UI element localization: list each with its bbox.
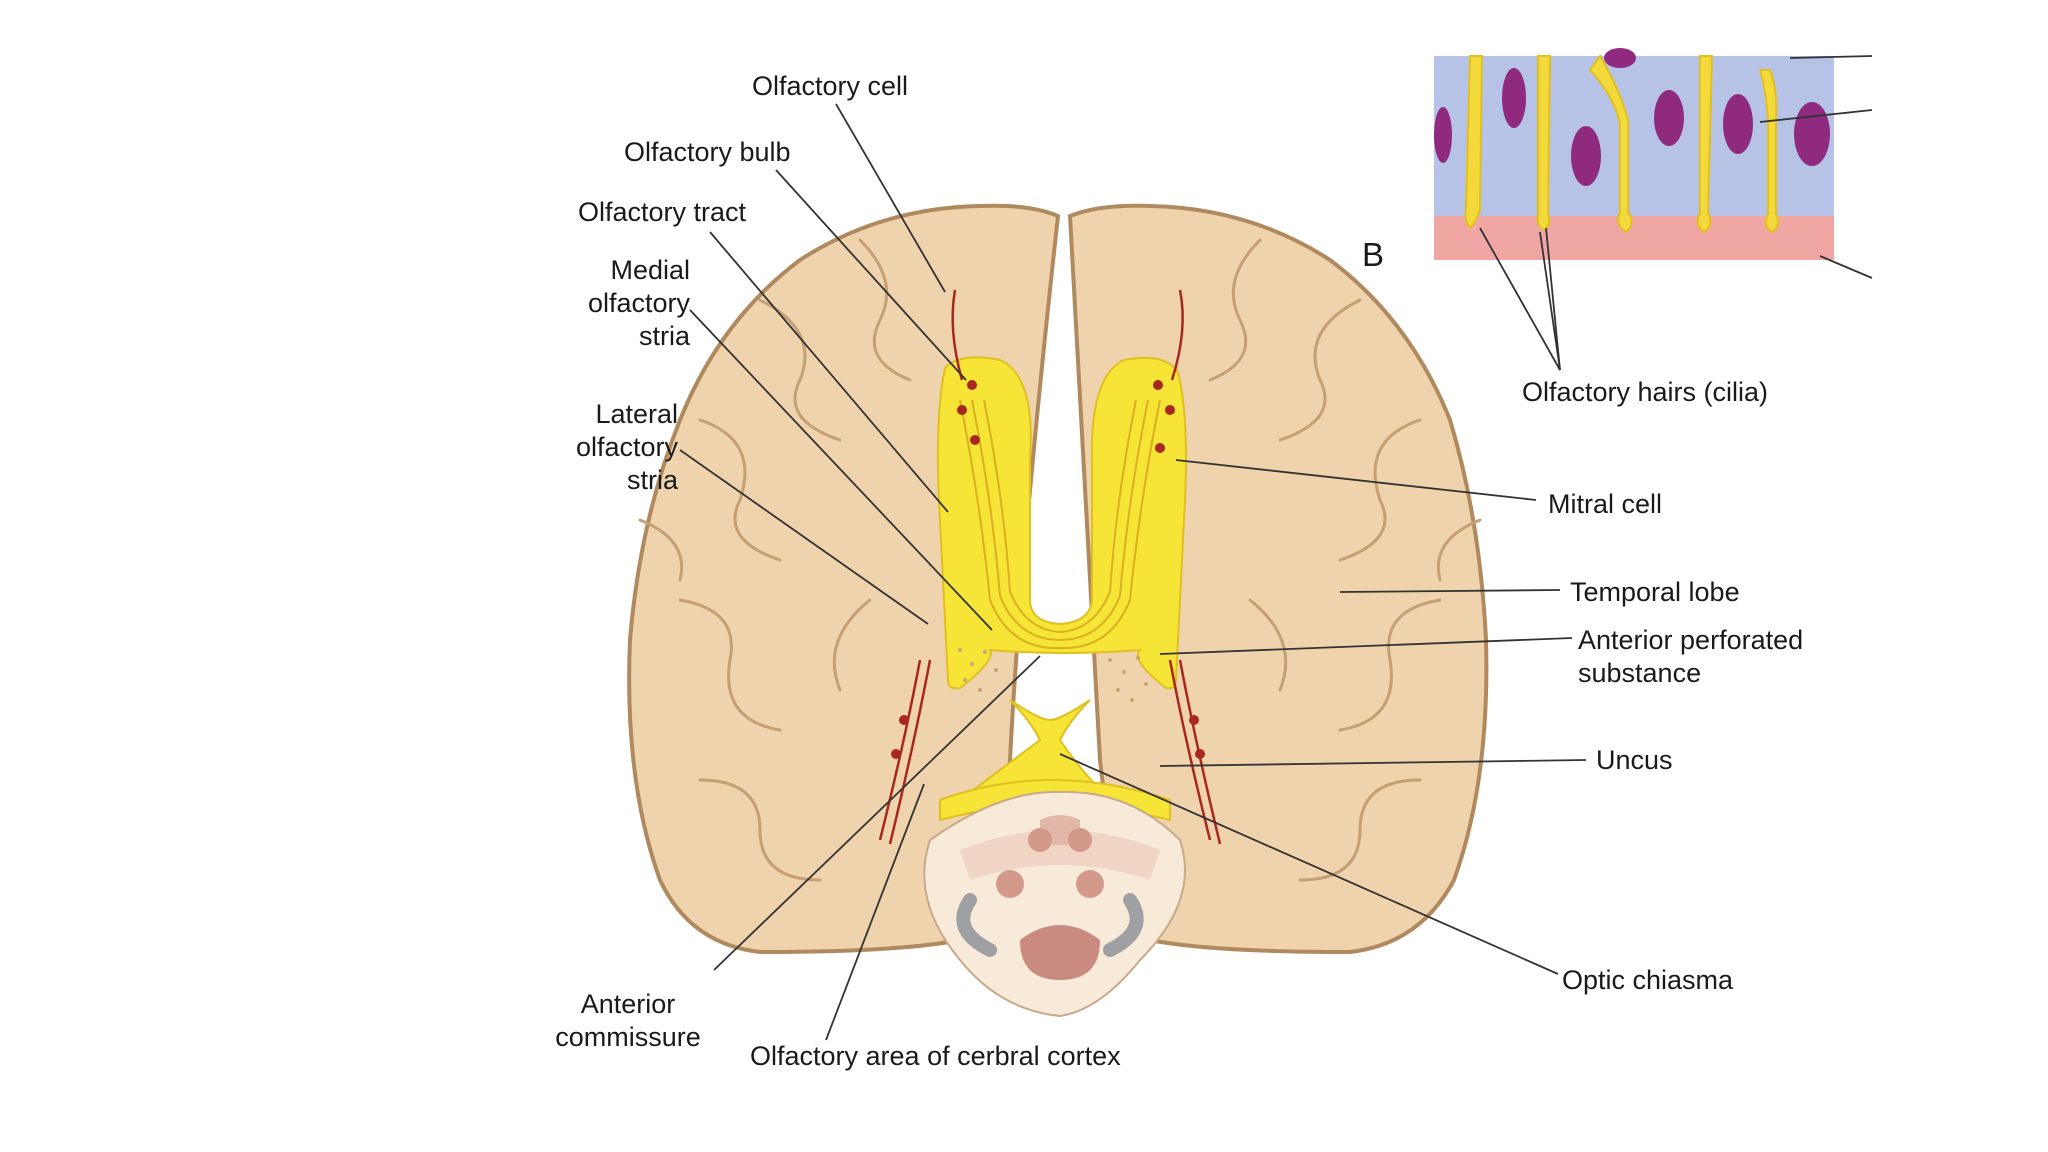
brainstem-section: [923, 790, 1186, 1018]
olfactory-epithelium-inset: [1434, 48, 1873, 371]
label-temporal-lobe: Temporal lobe: [1570, 577, 1740, 607]
label-optic-chiasma: Optic chiasma: [1562, 965, 1734, 995]
nerve-fibers: [878, 289, 1222, 845]
label-olfactory-hairs: Olfactory hairs (cilia): [1522, 377, 1769, 407]
perforated-substance-dots: [958, 648, 1148, 702]
label-medial-olfactory-stria: Medial olfactory stria: [587, 255, 690, 351]
label-uncus: Uncus: [1596, 745, 1673, 775]
olfactory-pathway: [936, 356, 1187, 690]
leader-lines: [679, 103, 1587, 1041]
label-olfactory-area: Olfactory area of cerbral cortex: [750, 1041, 1121, 1071]
mitral-cells: [891, 380, 1205, 759]
label-lateral-olfactory-stria: Lateral olfactory stria: [575, 399, 678, 495]
brain-inferior-view: [627, 203, 1489, 1018]
optic-chiasma-shape: [956, 699, 1113, 801]
label-anterior-commissure: Anterior commissure: [555, 989, 701, 1052]
panel-letter-b: B: [1362, 236, 1385, 273]
inset-leader-lines: [1479, 55, 1873, 371]
cell-nuclei: [1434, 48, 1830, 186]
tract-fibers: [959, 399, 1161, 650]
label-olfactory-bulb: Olfactory bulb: [624, 137, 791, 167]
label-olfactory-tract: Olfactory tract: [578, 197, 747, 227]
sulci: [638, 238, 1482, 882]
label-mitral-cell: Mitral cell: [1548, 489, 1663, 519]
receptor-cells: [1464, 54, 1780, 234]
label-anterior-perforated-substance: Anterior perforated substance: [1578, 625, 1804, 688]
label-olfactory-cell: Olfactory cell: [752, 71, 909, 101]
